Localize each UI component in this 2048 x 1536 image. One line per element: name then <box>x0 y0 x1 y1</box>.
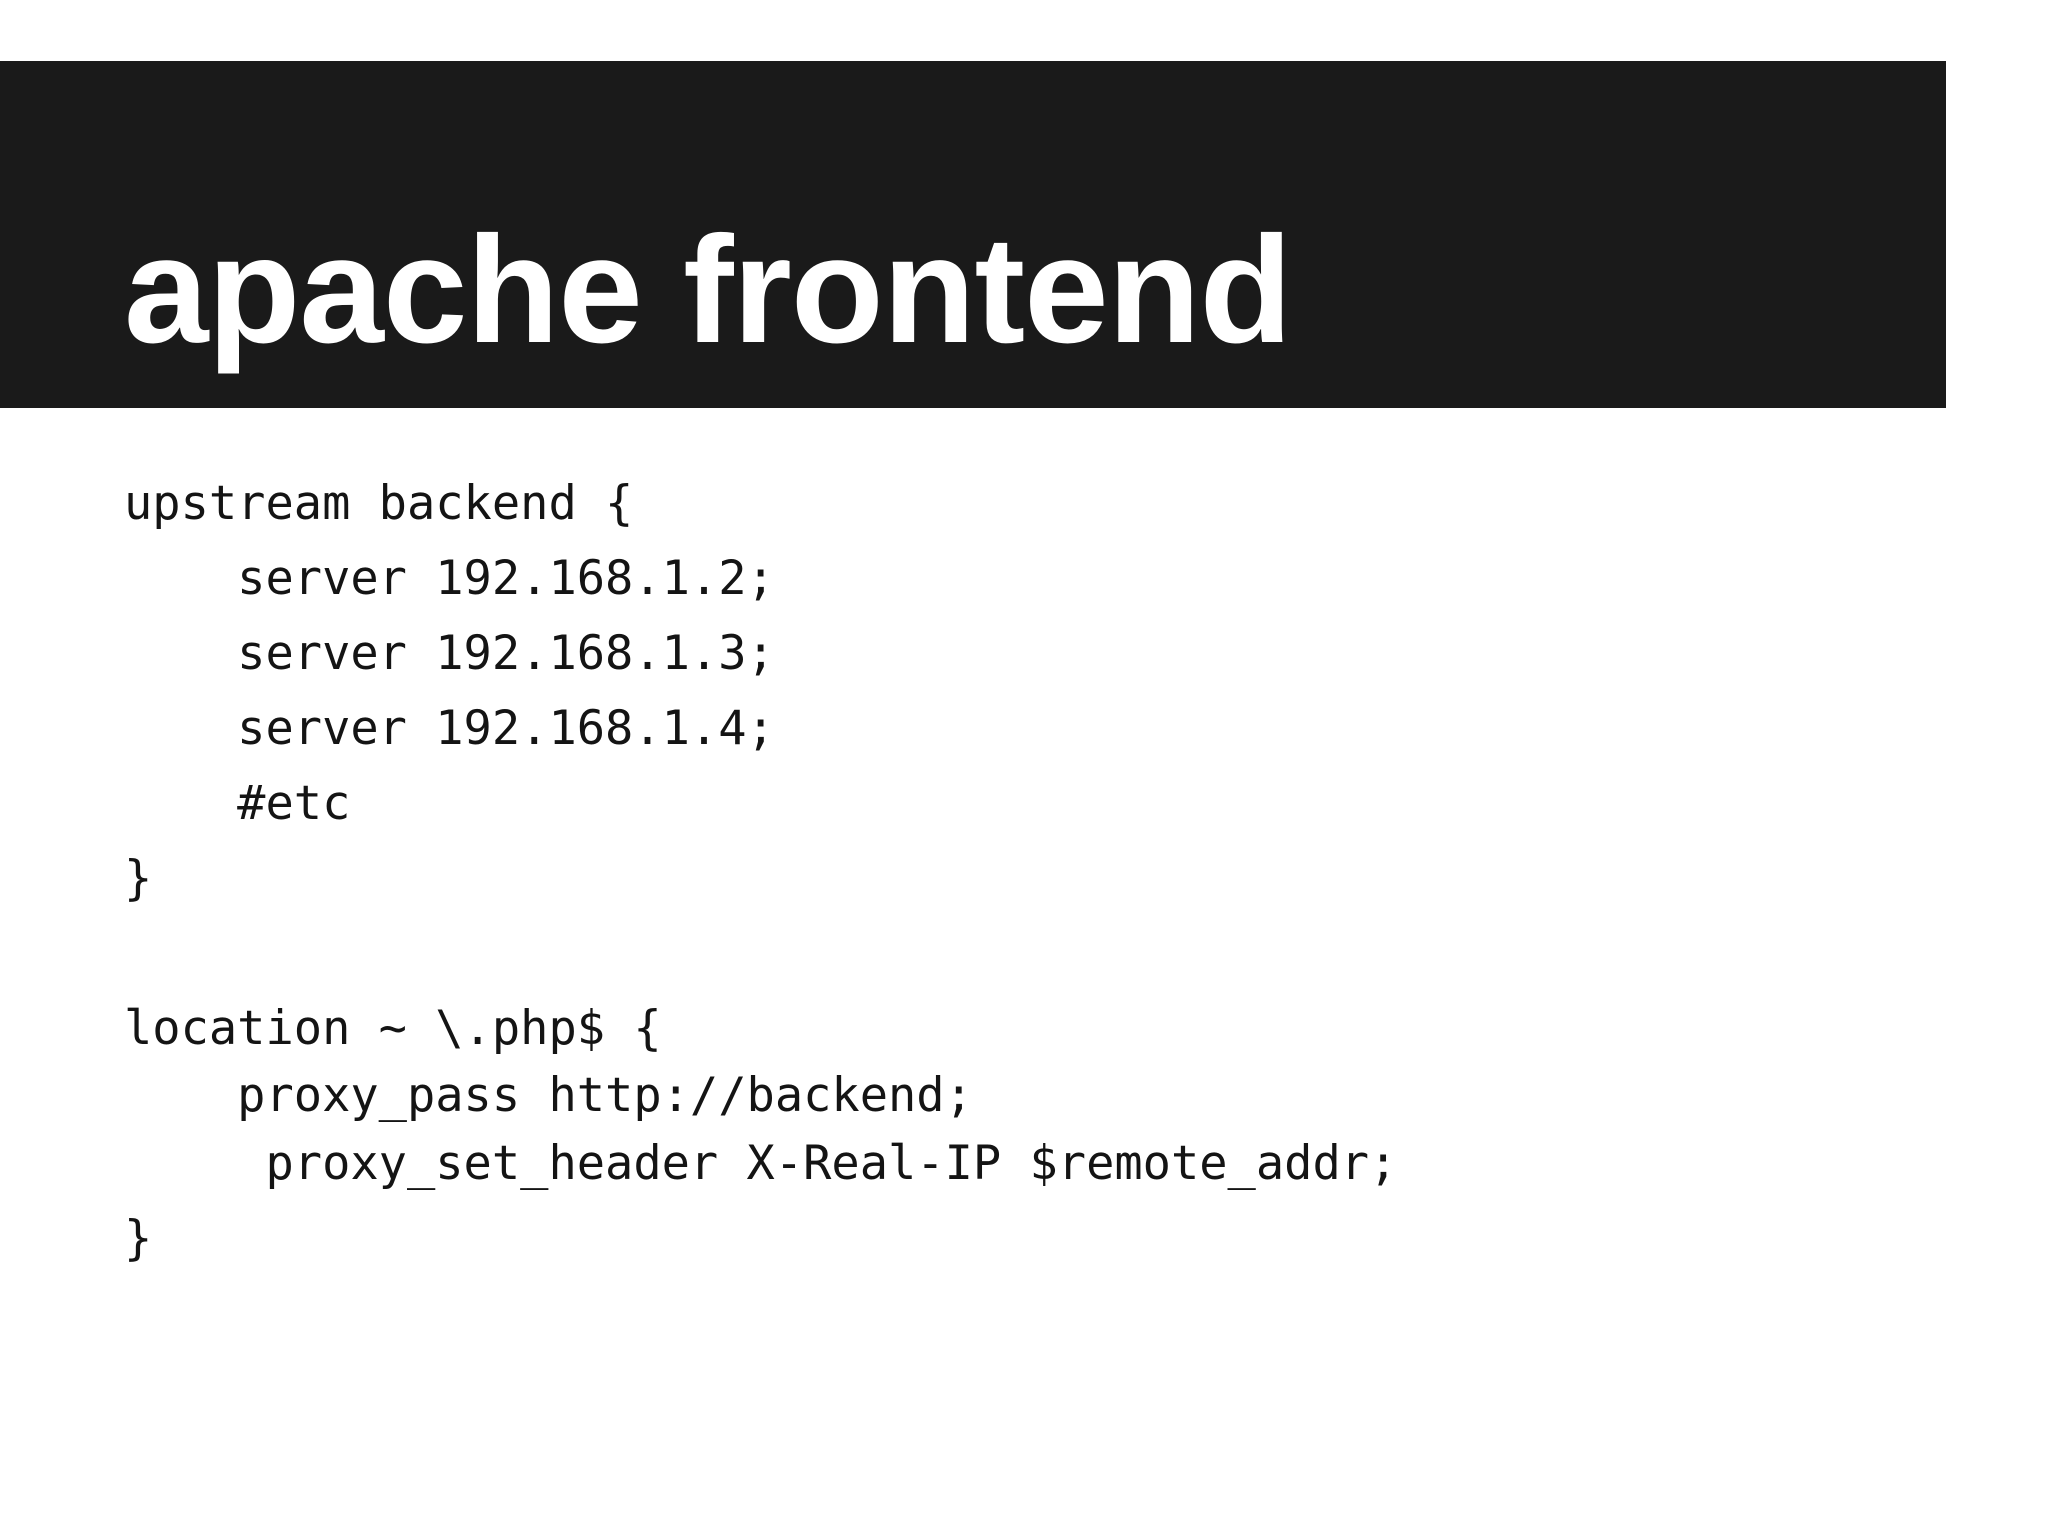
code-line-blank <box>124 916 1924 991</box>
code-line: server 192.168.1.4; <box>124 701 775 756</box>
code-line: } <box>124 851 153 906</box>
code-block: upstream backend { server 192.168.1.2; s… <box>124 466 1924 1276</box>
code-line: server 192.168.1.2; <box>124 551 775 606</box>
code-line: proxy_set_header X-Real-IP $remote_addr; <box>124 1136 1398 1191</box>
title-banner: apache frontend <box>0 61 1946 408</box>
code-line: upstream backend { <box>124 476 634 531</box>
code-line: #etc <box>124 776 351 831</box>
code-line: proxy_pass http://backend; <box>124 1068 973 1123</box>
page-title: apache frontend <box>124 205 1292 375</box>
code-line: location ~ \.php$ { <box>124 1001 662 1056</box>
code-line: } <box>124 1211 153 1266</box>
code-line: server 192.168.1.3; <box>124 626 775 681</box>
